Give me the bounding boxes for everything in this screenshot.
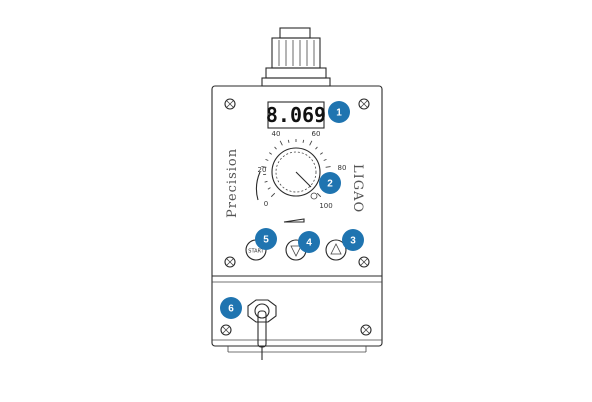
screw xyxy=(358,256,370,268)
device-body xyxy=(211,85,383,353)
dial-tick xyxy=(274,146,277,150)
dial-tick xyxy=(309,140,313,146)
screw xyxy=(224,98,236,110)
dial-tick xyxy=(270,192,276,198)
callout-2: 2 xyxy=(319,172,341,194)
callout-1: 1 xyxy=(328,101,350,123)
dial-tick xyxy=(325,166,331,168)
display-value: 8.069 xyxy=(266,103,326,127)
callout-6: 6 xyxy=(220,297,242,319)
speed-dial[interactable] xyxy=(271,147,321,197)
dial-tick xyxy=(269,152,272,155)
dial-tick xyxy=(315,146,318,150)
dial-tick xyxy=(323,158,327,161)
svg-text:5: 5 xyxy=(263,235,269,246)
scale-label-100: 100 xyxy=(319,202,332,210)
up-button[interactable] xyxy=(325,239,347,261)
dial-scale xyxy=(261,139,331,198)
callout-3: 3 xyxy=(342,229,364,251)
dial-tick xyxy=(320,152,323,155)
scale-label-60: 60 xyxy=(312,130,321,138)
svg-text:2: 2 xyxy=(327,179,333,190)
dial-pointer xyxy=(295,171,312,188)
svg-text:1: 1 xyxy=(336,108,342,119)
screw xyxy=(360,324,372,336)
dial-tick xyxy=(265,158,269,161)
model-text: LIGAO xyxy=(350,164,365,213)
dial-tick xyxy=(302,139,305,143)
dial-pin xyxy=(310,192,318,200)
screw xyxy=(220,324,232,336)
scale-label-40: 40 xyxy=(272,130,281,138)
scale-wedge xyxy=(255,171,261,201)
power-switch[interactable] xyxy=(247,299,277,360)
screw xyxy=(358,98,370,110)
dial-tick xyxy=(279,140,283,146)
start-button-label: START xyxy=(248,249,264,255)
brand-text: Precision xyxy=(225,148,240,218)
indicator-bar xyxy=(283,218,305,223)
dial-tick xyxy=(267,187,271,190)
svg-text:3: 3 xyxy=(350,236,356,247)
scale-label-0: 0 xyxy=(264,200,268,208)
callout-5: 5 xyxy=(255,228,277,250)
svg-text:4: 4 xyxy=(306,238,312,249)
screw xyxy=(224,256,236,268)
dial-tick xyxy=(264,180,268,183)
dial-tick xyxy=(316,192,322,198)
scale-label-20: 20 xyxy=(258,166,267,174)
digital-display: 8.069 xyxy=(266,101,326,129)
svg-text:6: 6 xyxy=(228,304,234,315)
chevron-down-icon xyxy=(290,245,302,257)
top-knob xyxy=(261,27,331,87)
callout-4: 4 xyxy=(298,231,320,253)
chevron-up-icon xyxy=(330,243,342,255)
scale-label-80: 80 xyxy=(338,164,347,172)
dial-tick xyxy=(287,139,290,143)
dial-tick xyxy=(261,166,267,168)
